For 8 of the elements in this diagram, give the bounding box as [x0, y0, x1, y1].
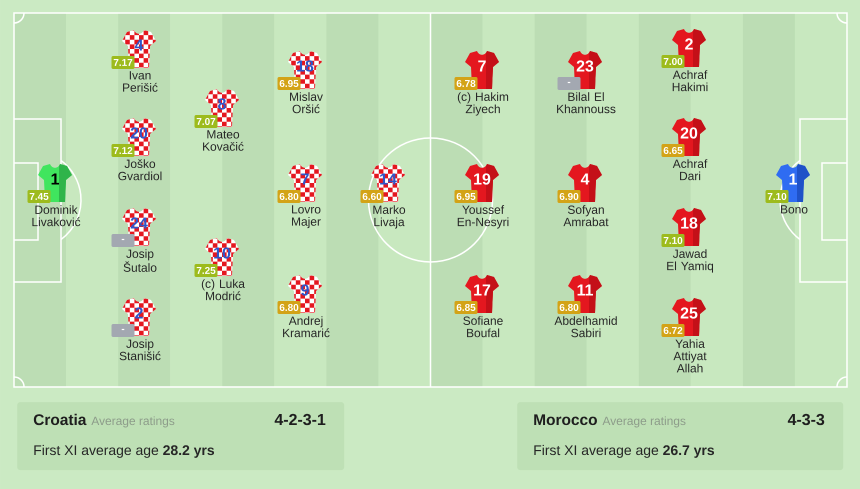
age-text: First XI average age 28.2 yrs: [34, 444, 214, 458]
rating-label: Average ratings: [602, 416, 686, 428]
age-text: First XI average age 26.7 yrs: [534, 444, 714, 458]
team-name: Croatia: [34, 414, 86, 426]
formation: 4-3-3: [788, 414, 824, 426]
formation: 4-2-3-1: [274, 414, 326, 426]
rating-label: Average ratings: [91, 416, 174, 428]
team-name: Morocco: [534, 414, 597, 426]
